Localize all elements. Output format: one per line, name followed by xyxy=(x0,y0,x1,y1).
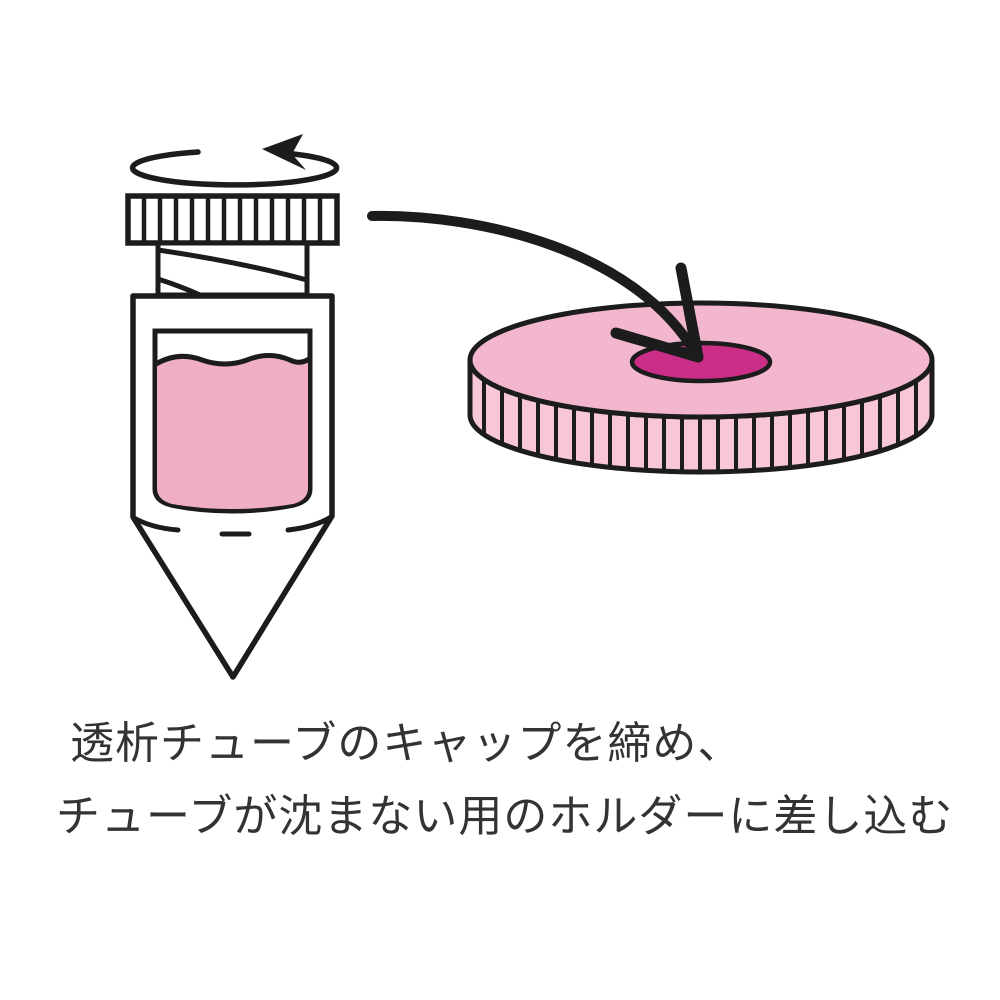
caption-line-1: 透析チューブのキャップを締め、 xyxy=(70,719,743,768)
tube-thread xyxy=(155,240,310,298)
disc-side-ribs xyxy=(482,379,918,472)
curved-insert-arrow-icon xyxy=(367,210,704,363)
rotation-arrow-arc xyxy=(129,149,340,188)
thread-line-1 xyxy=(157,247,308,283)
tube-liquid xyxy=(157,356,308,509)
cone-shoulder-dashes xyxy=(131,514,334,537)
tube-cap xyxy=(125,193,340,246)
cap-ribs xyxy=(141,198,323,241)
rotate-counterclockwise-arrow-icon xyxy=(129,134,340,188)
insert-arrowhead xyxy=(610,262,704,363)
insert-arrow-curve xyxy=(367,210,701,359)
liquid-surface-line xyxy=(153,353,312,367)
rotation-arrowhead xyxy=(262,134,306,170)
dialysis-tube-diagram xyxy=(125,134,935,680)
caption-line-2: チューブが沈まない用のホルダーに差し込む xyxy=(56,792,954,841)
holder-disc xyxy=(467,300,935,475)
